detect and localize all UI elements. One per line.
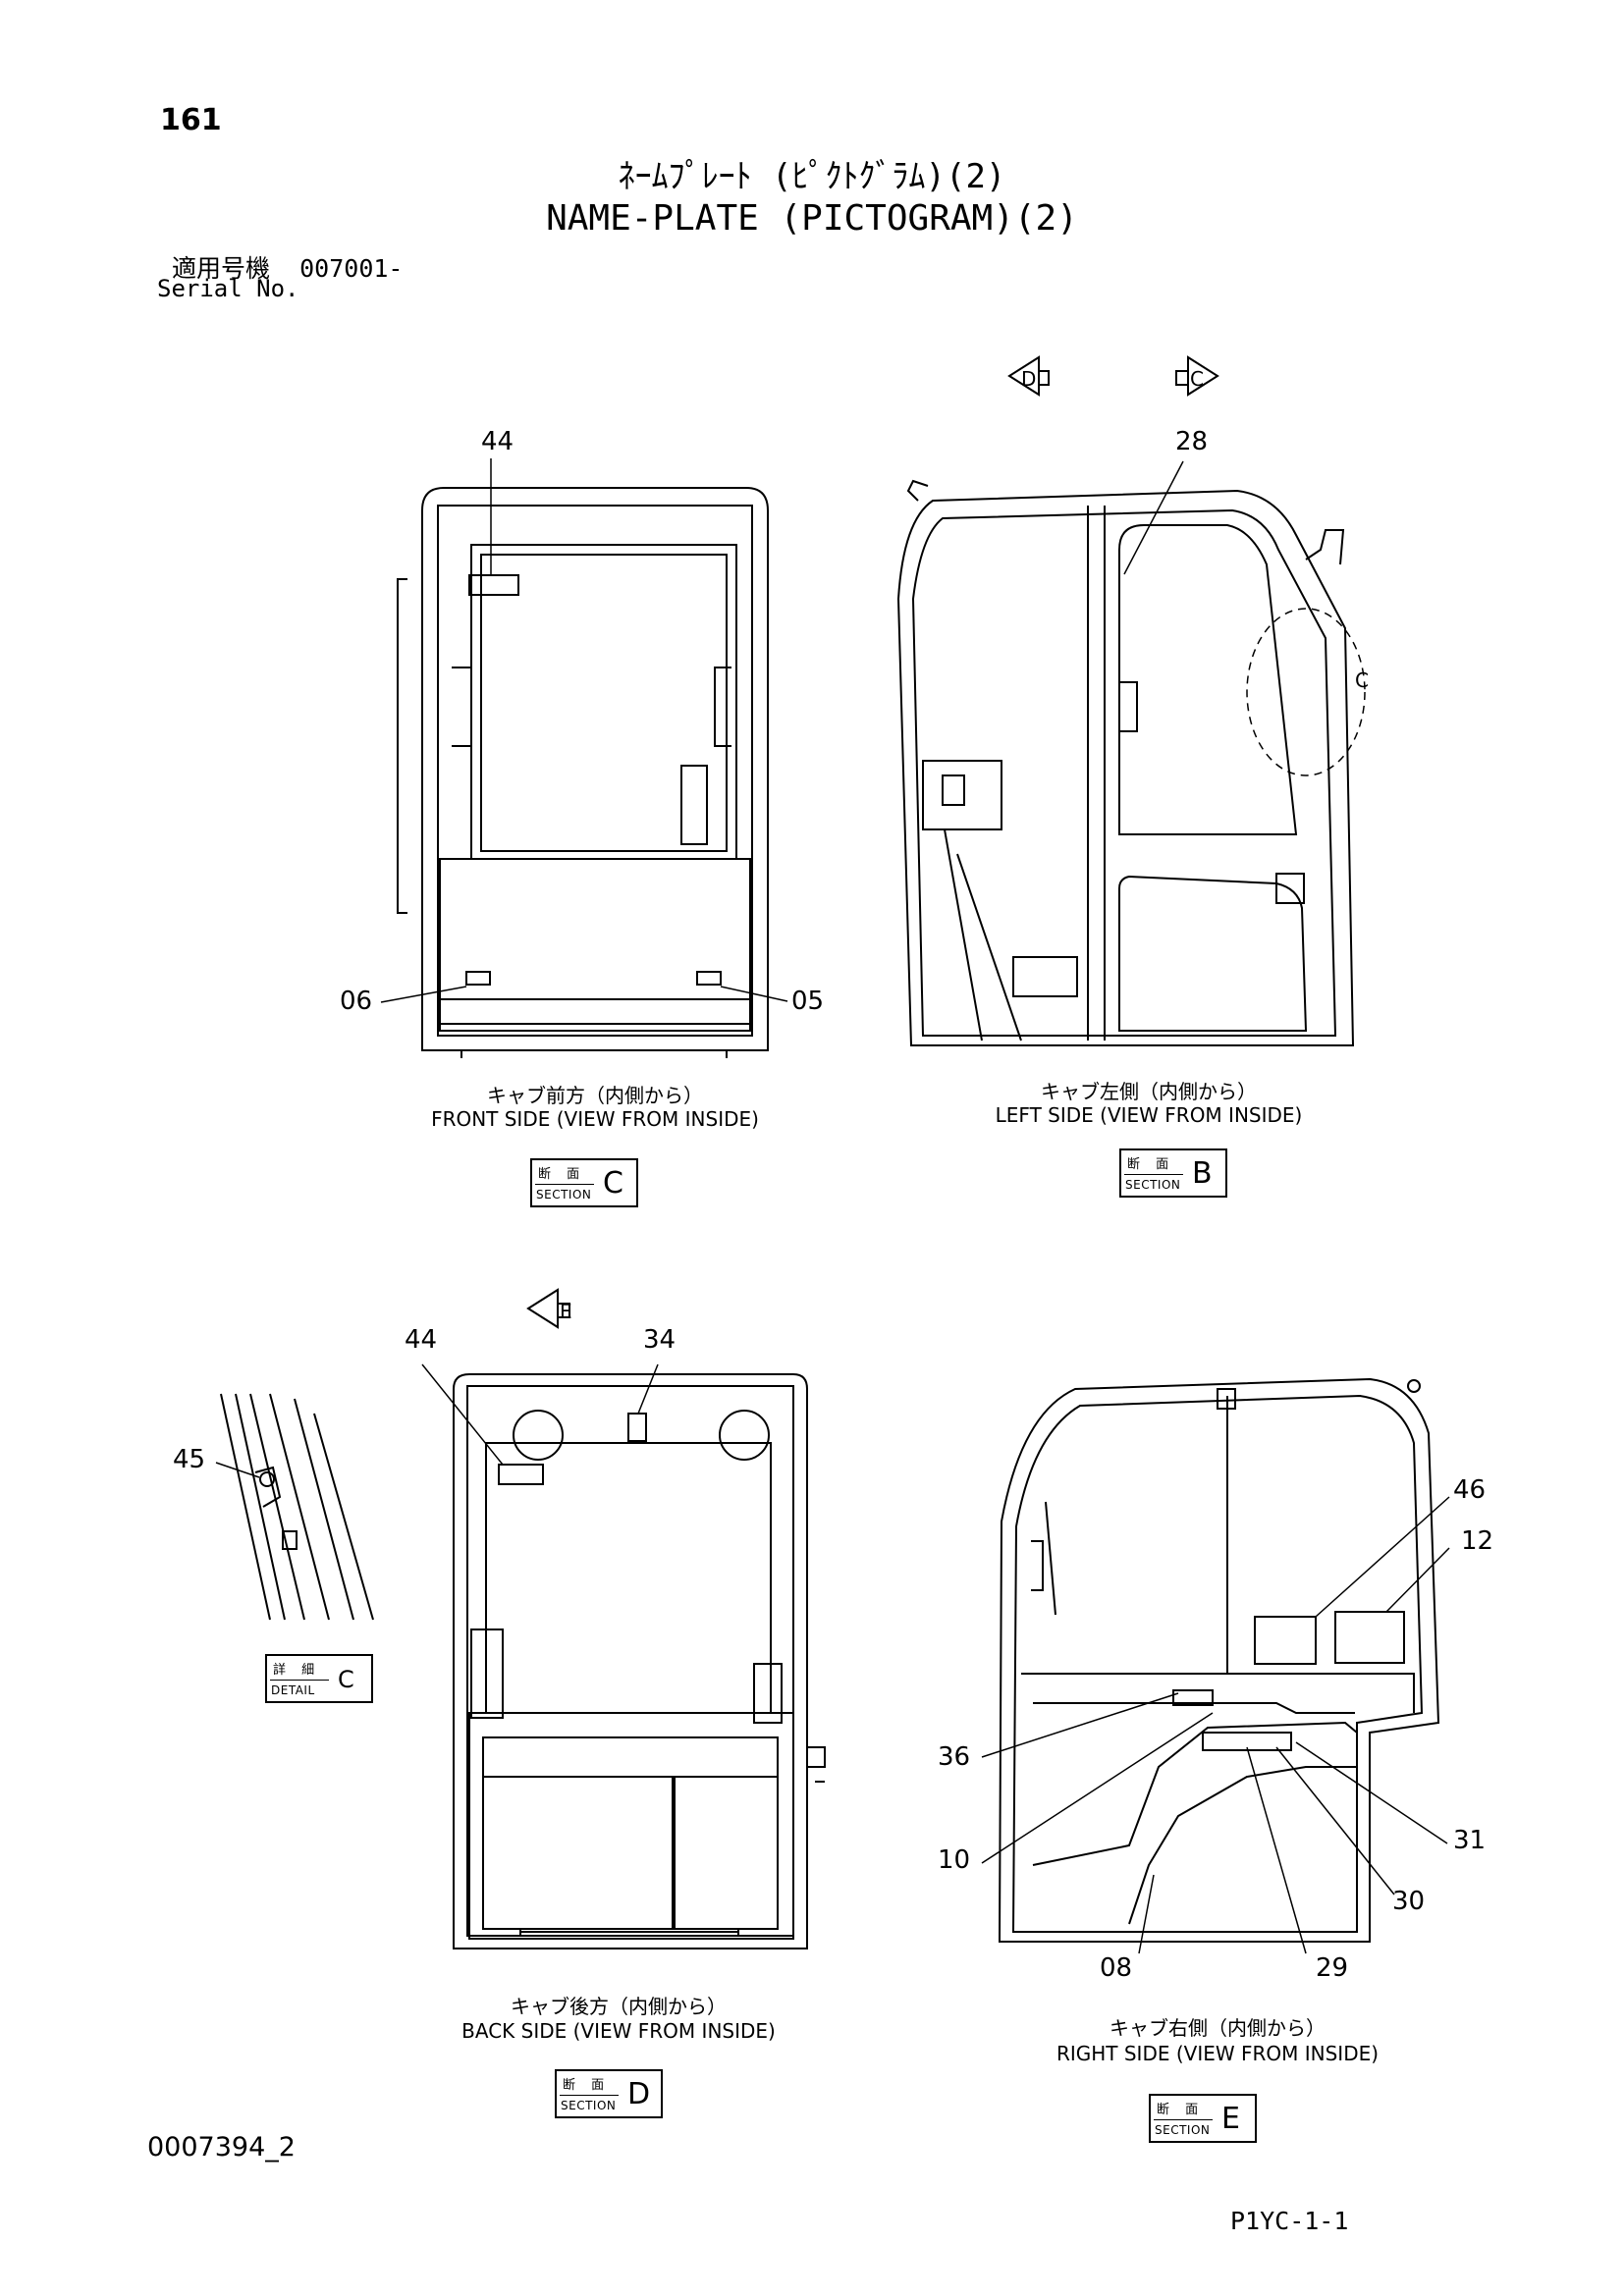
page-reference: P1YC-1-1 (1230, 2207, 1349, 2235)
callout-right-08: 08 (1100, 1953, 1133, 1983)
view-arrow-e: E (526, 1288, 572, 1329)
section-label-jp: 断 面 (1157, 2103, 1205, 2117)
arrow-letter-e: E (560, 1300, 572, 1323)
callout-right-46: 46 (1453, 1475, 1487, 1505)
front-side-cab-drawing (380, 458, 788, 1058)
section-letter: D (627, 2077, 651, 2111)
left-side-cab-drawing: C (896, 460, 1369, 1046)
serial-value: 007001- (299, 254, 404, 283)
detail-c-drawing (215, 1393, 374, 1621)
document-id: 0007394_2 (147, 2132, 296, 2163)
serial-label-en: Serial No. (157, 275, 299, 302)
page-number: 161 (160, 103, 222, 137)
front-caption-en: FRONT SIDE (VIEW FROM INSIDE) (431, 1107, 759, 1131)
arrow-letter-d: D (1021, 367, 1036, 391)
callout-right-12: 12 (1461, 1526, 1494, 1556)
left-caption-en: LEFT SIDE (VIEW FROM INSIDE) (995, 1103, 1303, 1127)
callout-front-44: 44 (481, 427, 514, 456)
section-label-jp: 断 面 (538, 1167, 586, 1182)
callout-left-28: 28 (1175, 427, 1209, 456)
callout-back-44: 44 (405, 1325, 438, 1355)
right-section-box: 断 面 SECTION E (1149, 2094, 1257, 2143)
section-label-en: SECTION (1155, 2123, 1211, 2137)
callout-detail-45: 45 (173, 1445, 206, 1474)
callout-back-34: 34 (643, 1325, 677, 1355)
left-caption-jp: キャブ左側（内側から） (1041, 1080, 1257, 1103)
callout-right-29: 29 (1316, 1953, 1349, 1983)
section-label-jp: 断 面 (563, 2078, 611, 2093)
front-section-box: 断 面 SECTION C (530, 1158, 638, 1207)
left-detail-circle-letter: C (1355, 668, 1369, 692)
detail-c-box: 詳 細 DETAIL C (265, 1654, 373, 1703)
title-japanese: ﾈｰﾑﾌﾟﾚｰﾄ (ﾋﾟｸﾄｸﾞﾗﾑ)(2) (618, 157, 1006, 196)
section-letter: E (1221, 2102, 1240, 2136)
view-arrow-d: D (1007, 355, 1050, 397)
back-caption-en: BACK SIDE (VIEW FROM INSIDE) (461, 2019, 776, 2043)
section-label-en: SECTION (561, 2099, 617, 2112)
section-letter: C (603, 1166, 623, 1201)
callout-right-36: 36 (938, 1742, 971, 1772)
left-section-box: 断 面 SECTION B (1119, 1148, 1227, 1198)
right-side-cab-drawing (981, 1377, 1450, 1954)
detail-letter: C (338, 1666, 354, 1693)
serial-row: 適用号機 007001- (172, 249, 403, 285)
right-caption-jp: キャブ右側（内側から） (1110, 2016, 1326, 2040)
section-label-jp: 断 面 (1127, 1157, 1175, 1172)
back-caption-jp: キャブ後方（内側から） (511, 1995, 727, 2018)
arrow-letter-c: C (1190, 367, 1204, 391)
detail-label-jp: 詳 細 (273, 1663, 321, 1678)
callout-front-06: 06 (340, 987, 373, 1016)
callout-right-30: 30 (1392, 1887, 1426, 1916)
back-side-cab-drawing (421, 1363, 826, 1949)
back-section-box: 断 面 SECTION D (555, 2069, 663, 2118)
title-english: NAME-PLATE (PICTOGRAM)(2) (546, 198, 1078, 239)
section-label-en: SECTION (1125, 1178, 1181, 1192)
serial-label-jp: 適用号機 (172, 254, 271, 283)
section-letter: B (1192, 1156, 1213, 1191)
right-caption-en: RIGHT SIDE (VIEW FROM INSIDE) (1056, 2042, 1380, 2065)
callout-front-05: 05 (791, 987, 825, 1016)
section-label-en: SECTION (536, 1188, 592, 1201)
callout-right-31: 31 (1453, 1826, 1487, 1855)
callout-right-10: 10 (938, 1845, 971, 1875)
detail-label-en: DETAIL (271, 1683, 315, 1697)
front-caption-jp: キャブ前方（内側から） (487, 1084, 703, 1107)
view-arrow-c: C (1175, 355, 1219, 397)
